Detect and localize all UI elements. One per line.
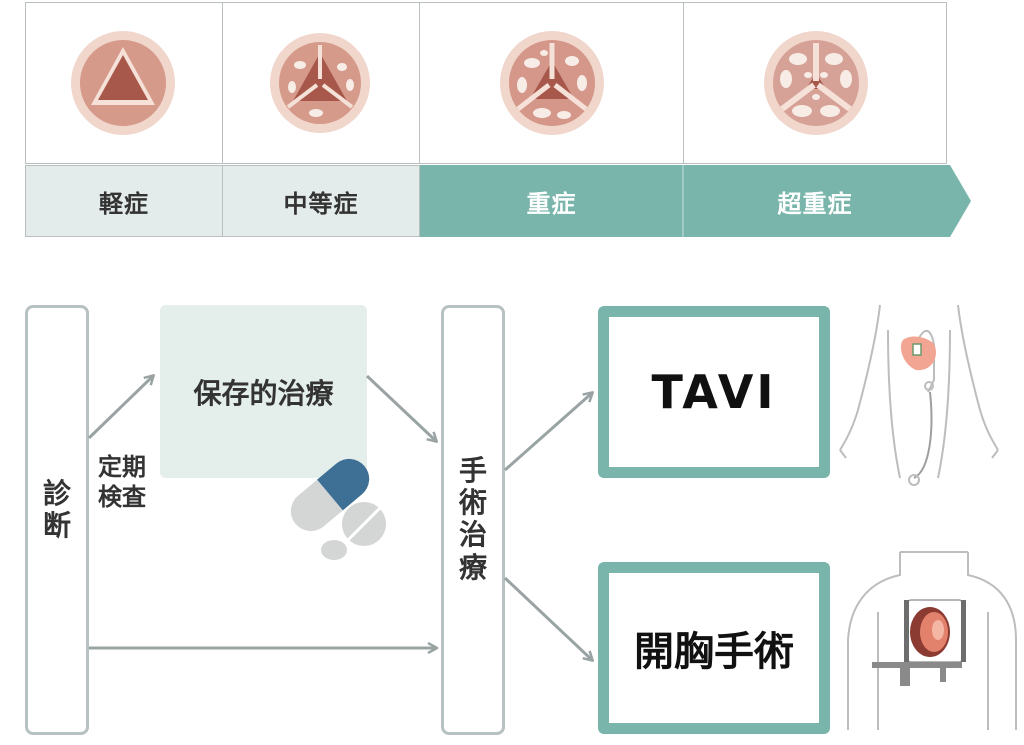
diagnosis-box bbox=[25, 305, 89, 735]
vertical-char: 術 bbox=[458, 486, 487, 520]
open-heart-surgery-box: 開胸手術 bbox=[598, 562, 830, 734]
surgical-treatment-box bbox=[441, 305, 505, 735]
vertical-char: 断 bbox=[42, 509, 71, 543]
vertical-char: 診 bbox=[42, 477, 71, 510]
vertical-char: 治 bbox=[458, 518, 487, 552]
surgical-treatment-label: 手術治療 bbox=[441, 454, 505, 584]
arrow-conservative-to-surgical bbox=[365, 374, 436, 441]
conservative-treatment-box bbox=[160, 305, 367, 478]
open-chest-icon bbox=[847, 551, 1017, 730]
stage-very-severe: 超重症 bbox=[777, 189, 853, 218]
tavi-box: TAVI bbox=[598, 306, 830, 478]
stage-mild: 軽症 bbox=[25, 165, 223, 237]
aortic-valve-icon bbox=[270, 33, 370, 133]
vertical-char: 手 bbox=[458, 454, 487, 487]
conservative-treatment-label: 保存的治療 bbox=[193, 377, 334, 410]
diagnosis-label: 診断 bbox=[25, 477, 89, 543]
arrow-surgical-to-tavi bbox=[504, 393, 592, 472]
aortic-valve-icon bbox=[764, 31, 868, 135]
arrow-surgical-to-open-heart bbox=[503, 576, 592, 660]
regular-checkup-label: 定期 検査 bbox=[98, 453, 146, 511]
vertical-char: 療 bbox=[458, 550, 487, 584]
tavi-body-icon bbox=[839, 304, 999, 486]
aortic-valve-icon bbox=[500, 31, 604, 135]
pill-icon bbox=[290, 458, 386, 560]
stage-severe: 重症 bbox=[526, 189, 577, 218]
stage-moderate: 中等症 bbox=[222, 165, 420, 237]
severity-arrow-band bbox=[419, 165, 971, 237]
arrow-diagnosis-to-conservative bbox=[87, 376, 153, 440]
aortic-valve-icon bbox=[71, 31, 175, 135]
